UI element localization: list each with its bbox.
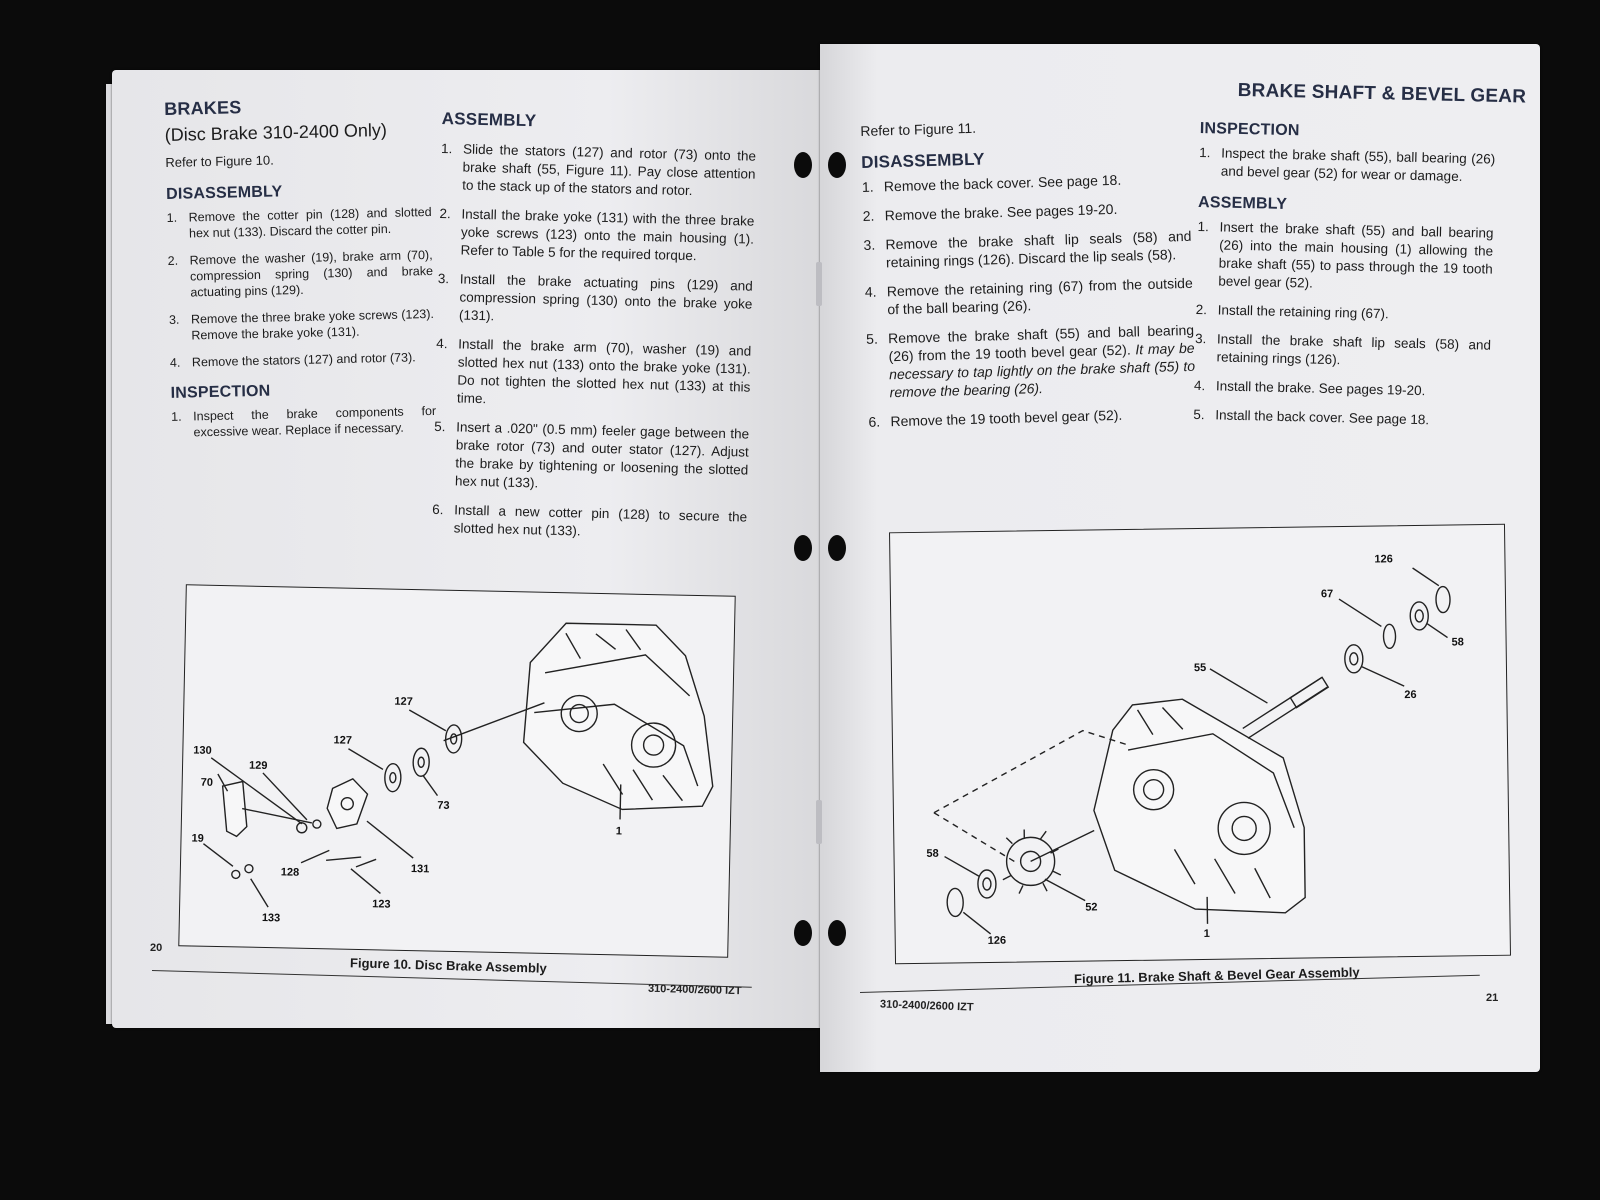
callout-127a: 127 xyxy=(394,696,413,708)
list-item: 2.Remove the brake. See pages 19-20. xyxy=(862,200,1118,224)
callout-52: 52 xyxy=(1085,901,1097,913)
list-item: 1.Remove the back cover. See page 18. xyxy=(861,171,1122,195)
footer-right: 310-2400/2600 IZT xyxy=(879,998,974,1014)
list-item: 2.Remove the washer (19), brake arm (70)… xyxy=(167,247,434,300)
list-item: 2.Install the retaining ring (67). xyxy=(1195,301,1389,322)
callout-1-right: 1 xyxy=(1204,928,1210,940)
brake-shaft-bevel-gear-drawing: 126 67 58 55 26 58 52 126 1 xyxy=(926,553,1464,947)
callout-55: 55 xyxy=(1194,662,1206,674)
inspection-assembly-column: INSPECTION 1.Inspect the brake shaft (55… xyxy=(1193,120,1496,442)
list-item: 5.Insert a .020" (0.5 mm) feeler gage be… xyxy=(434,418,750,491)
inspection-list: 1.Inspect the brake components for exces… xyxy=(171,403,437,441)
disassembly-list: 1.Remove the cotter pin (128) and slotte… xyxy=(166,204,435,371)
callout-127b: 127 xyxy=(333,734,352,746)
binder-hole xyxy=(794,920,812,946)
left-page: BRAKES (Disc Brake 310-2400 Only) Refer … xyxy=(112,70,820,1028)
callout-70: 70 xyxy=(201,777,213,789)
list-item: 1.Slide the stators (127) and rotor (73)… xyxy=(440,140,757,199)
callout-128: 128 xyxy=(281,866,300,878)
list-item: 4.Install the brake arm (70), washer (19… xyxy=(436,335,752,407)
page-number-right: 21 xyxy=(1486,992,1499,1004)
disassembly-column: Refer to Figure 11. DISASSEMBLY 1.Remove… xyxy=(860,109,1197,442)
list-item: 5.Install the back cover. See page 18. xyxy=(1193,406,1430,428)
inspection-heading: INSPECTION xyxy=(170,382,271,402)
binder-hole xyxy=(828,920,846,946)
gutter-staple xyxy=(816,262,822,306)
brakes-heading: BRAKES xyxy=(163,97,242,119)
callout-129: 129 xyxy=(249,760,268,772)
figure-10-caption: Figure 10. Disc Brake Assembly xyxy=(349,955,547,976)
list-item: 6.Install a new cotter pin (128) to secu… xyxy=(432,501,748,539)
assembly-heading: ASSEMBLY xyxy=(441,109,537,131)
disassembly-heading-right: DISASSEMBLY xyxy=(860,149,985,172)
brakes-refer: Refer to Figure 10. xyxy=(165,152,274,170)
inspection-list-right: 1.Inspect the brake shaft (55), ball bea… xyxy=(1199,144,1496,187)
list-item: 1.Insert the brake shaft (55) and ball b… xyxy=(1197,218,1494,291)
list-item: 3.Install the brake actuating pins (129)… xyxy=(437,270,753,324)
disassembly-heading: DISASSEMBLY xyxy=(165,183,283,203)
assembly-heading-right: ASSEMBLY xyxy=(1197,193,1288,213)
assembly-column: ASSEMBLY 1.Slide the stators (127) and r… xyxy=(431,109,757,556)
list-item: 6.Remove the 19 tooth bevel gear (52). xyxy=(868,406,1123,430)
list-item: 3.Remove the brake shaft lip seals (58) … xyxy=(863,227,1192,271)
callout-67: 67 xyxy=(1321,588,1333,600)
callout-26: 26 xyxy=(1404,689,1416,701)
brakes-subtitle: (Disc Brake 310-2400 Only) xyxy=(164,119,388,145)
inspection-heading-right: INSPECTION xyxy=(1199,120,1300,140)
page-header-title: BRAKE SHAFT & BEVEL GEAR xyxy=(1237,80,1527,108)
list-item: 4.Remove the retaining ring (67) from th… xyxy=(864,274,1193,318)
list-item: 3.Install the brake shaft lip seals (58)… xyxy=(1194,330,1492,368)
gutter-staple xyxy=(816,800,822,844)
callout-1: 1 xyxy=(616,825,622,837)
refer-note: Refer to Figure 11. xyxy=(860,119,977,139)
callout-131: 131 xyxy=(411,863,430,875)
binder-hole xyxy=(794,535,812,561)
list-item: 1.Inspect the brake shaft (55), ball bea… xyxy=(1199,144,1496,184)
list-item: 5.Remove the brake shaft (55) and ball b… xyxy=(865,321,1196,401)
disassembly-list-right: 1.Remove the back cover. See page 18. 2.… xyxy=(862,169,1197,431)
figure-10-diagram: 127 127 130 129 70 73 1 19 128 131 123 1… xyxy=(178,584,736,958)
binder-hole xyxy=(828,535,846,561)
callout-126a: 126 xyxy=(1374,553,1393,565)
list-item: 2.Install the brake yoke (131) with the … xyxy=(439,205,755,264)
list-item: 1.Inspect the brake components for exces… xyxy=(171,403,437,440)
callout-133: 133 xyxy=(262,912,281,924)
disc-brake-drawing: 127 127 130 129 70 73 1 19 128 131 123 1… xyxy=(191,622,714,924)
list-item: 4.Install the brake. See pages 19-20. xyxy=(1193,377,1426,399)
list-item: 3.Remove the three brake yoke screws (12… xyxy=(168,306,435,343)
list-item: 4.Remove the stators (127) and rotor (73… xyxy=(169,350,416,370)
callout-19: 19 xyxy=(191,832,203,844)
callout-123: 123 xyxy=(372,898,391,910)
callout-73: 73 xyxy=(437,800,449,812)
list-item: 1.Remove the cotter pin (128) and slotte… xyxy=(166,204,432,241)
right-page: BRAKE SHAFT & BEVEL GEAR Refer to Figure… xyxy=(820,44,1540,1072)
assembly-list: 1.Slide the stators (127) and rotor (73)… xyxy=(432,140,757,545)
footer-left: 310-2400/2600 IZT xyxy=(647,982,742,998)
callout-130: 130 xyxy=(193,744,212,756)
callout-58a: 58 xyxy=(1452,636,1464,648)
callout-126b: 126 xyxy=(988,935,1007,947)
callout-58b: 58 xyxy=(926,848,938,860)
assembly-list-right: 1.Insert the brake shaft (55) and ball b… xyxy=(1193,218,1494,431)
figure-11-diagram: 126 67 58 55 26 58 52 126 1 xyxy=(889,523,1511,965)
page-number-left: 20 xyxy=(150,942,163,954)
binder-hole xyxy=(828,152,846,178)
brakes-column: BRAKES (Disc Brake 310-2400 Only) Refer … xyxy=(164,94,437,452)
binder-hole xyxy=(794,152,812,178)
